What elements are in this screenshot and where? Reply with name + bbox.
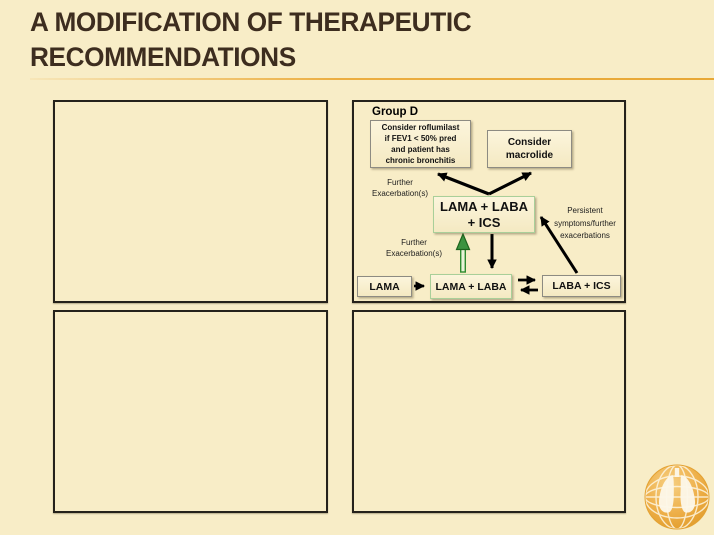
panel-group-d-flowchart: Group D Consider roflumilast if FEV1 < 5… [352,100,626,303]
group-d-label: Group D [372,106,418,118]
lama-box: LAMA [357,276,412,297]
roflumilast-line1: Consider roflumilast [381,123,460,132]
further-exacerbations-label-upper: Further Exacerbation(s) [371,178,429,198]
roflumilast-line3: and patient has [391,145,450,154]
panel-bottom-right [352,310,626,513]
lama-laba-ics-box: LAMA + LABA + ICS [433,196,535,233]
roflumilast-line2: if FEV1 < 50% pred [384,134,457,143]
consider-roflumilast-box: Consider roflumilast if FEV1 < 50% pred … [370,120,471,168]
consider-macrolide-box: Consider macrolide [487,130,572,168]
page-title-line2: RECOMMENDATIONS [30,42,296,72]
arrow-to-macrolide-icon [488,171,532,196]
title-underline [30,78,714,80]
globe-lungs-icon [644,464,710,530]
further-exacerbations-label-lower: Further Exacerbation(s) [385,238,443,258]
page-title-line1: A MODIFICATION OF THERAPEUTIC [30,7,472,37]
triple-line2: + ICS [467,214,501,230]
laba-ics-box: LABA + ICS [542,275,621,297]
persistent-symptoms-label: Persistent symptoms/further exacerbation… [554,206,616,240]
panel-top-left [53,100,328,303]
page-title: A MODIFICATION OF THERAPEUTIC RECOMMENDA… [30,5,670,75]
triple-line1: LAMA + LABA [440,198,528,214]
arrow-up-green-escalation-icon [455,232,471,273]
macrolide-line1: Consider [507,137,552,148]
macrolide-line2: macrolide [505,150,554,161]
panel-bottom-left [53,310,328,513]
arrow-to-roflumilast-icon [437,172,490,196]
roflumilast-line4: chronic bronchitis [385,156,456,165]
lama-laba-box: LAMA + LABA [430,274,512,299]
